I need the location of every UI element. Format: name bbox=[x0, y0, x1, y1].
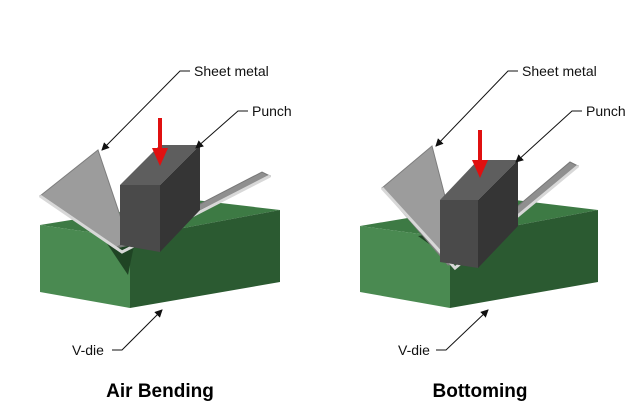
sheet-metal-leader-line bbox=[435, 70, 518, 147]
air-bending-force-arrow bbox=[152, 118, 168, 166]
sheet-edge-highlight bbox=[39, 174, 271, 254]
sheet-edge-highlight bbox=[380, 164, 579, 271]
bottoming-force-arrow bbox=[472, 130, 488, 178]
punch-front-face bbox=[440, 200, 478, 268]
bottoming-punch bbox=[440, 160, 518, 268]
sheet-metal-label: Sheet metal bbox=[522, 63, 597, 79]
v-die-label: V-die bbox=[72, 342, 104, 358]
punch-side-face bbox=[478, 160, 518, 268]
air-bending-punch bbox=[120, 145, 200, 252]
punch-top-face bbox=[440, 160, 518, 200]
punch-leader-line bbox=[515, 110, 582, 163]
punch-label: Punch bbox=[252, 103, 292, 119]
v-die-front-face bbox=[360, 226, 450, 308]
v-die-front-face bbox=[40, 225, 130, 308]
punch-side-face bbox=[160, 145, 200, 252]
punch-label: Punch bbox=[586, 103, 626, 119]
sheet-metal-label: Sheet metal bbox=[194, 63, 269, 79]
v-die-leader-line bbox=[436, 309, 489, 351]
bottoming-illustration: Sheet metal Punch V-die Bottoming bbox=[360, 63, 626, 402]
sheet-metal-leader-line bbox=[101, 70, 190, 151]
punch-front-face bbox=[120, 185, 160, 252]
punch-leader-line bbox=[195, 110, 248, 149]
v-die-label: V-die bbox=[398, 342, 430, 358]
air-bending-caption: Air Bending bbox=[106, 381, 214, 402]
air-bending-illustration: Sheet metal Punch V-die Air Bending bbox=[39, 63, 292, 402]
bottoming-caption: Bottoming bbox=[433, 381, 528, 402]
v-die-leader-line bbox=[112, 309, 163, 351]
